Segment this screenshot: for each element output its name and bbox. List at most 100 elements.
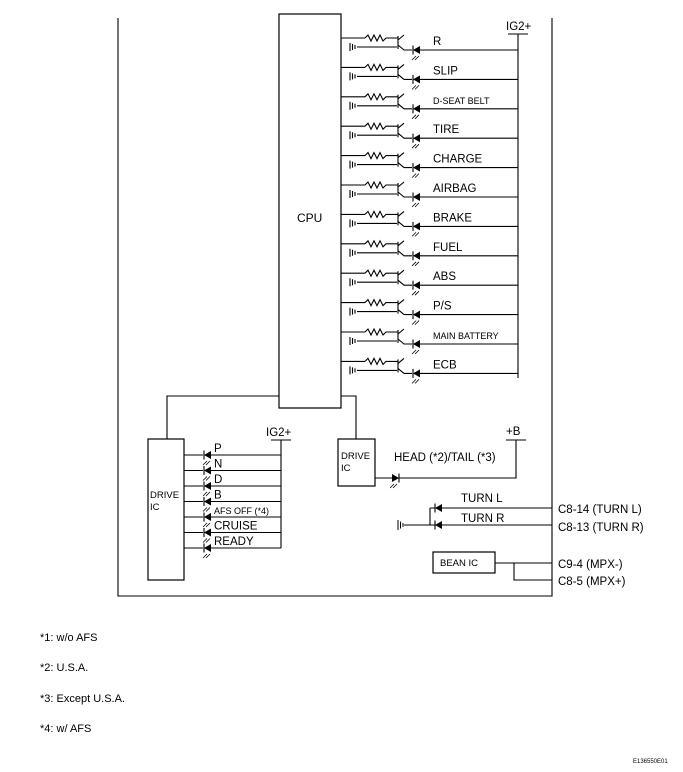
resistor: [364, 298, 392, 307]
shift-indicator-label: CRUISE: [214, 521, 258, 533]
bean-ic-wires: [495, 562, 552, 581]
resistor: [364, 121, 392, 131]
resistor: [364, 151, 392, 160]
led-icon: [202, 528, 211, 543]
footnote-4: *4: w/ AFS: [40, 723, 91, 735]
drive-ic-left-label-2: IC: [150, 502, 160, 513]
shift-indicator-label: READY: [214, 536, 254, 548]
drive-ic-middle-label-1: DRIVE: [341, 451, 370, 462]
cpu-label: CPU: [297, 211, 322, 225]
drive-ic-middle: [337, 438, 376, 487]
cpu-indicator-row: AIRBAG: [341, 180, 518, 208]
connector-turn-left-label: C8-14 (TURN L): [558, 504, 642, 516]
shift-indicator-row: D: [184, 474, 281, 497]
cpu-indicator-label: MAIN BATTERY: [433, 331, 499, 341]
resistor: [364, 33, 392, 43]
led-icon: [411, 104, 420, 120]
resistor: [364, 180, 392, 190]
connector-mpx-minus-label: C9-4 (MPX-): [558, 559, 623, 571]
outer-frame: [117, 18, 553, 597]
led-icon: [411, 163, 420, 178]
transistor: [392, 357, 412, 374]
transistor: [392, 240, 412, 257]
cpu-indicator-label: BRAKE: [433, 212, 472, 224]
cpu-indicator-label: D-SEAT BELT: [433, 96, 490, 106]
transistor: [392, 269, 412, 286]
cpu-to-drive-ic-left-wire: [166, 395, 279, 439]
led-icon: [202, 543, 211, 559]
resistor: [364, 268, 392, 278]
shift-indicator-label: P: [214, 443, 222, 455]
led-icon: [202, 450, 211, 466]
cpu-indicator-label: AIRBAG: [433, 183, 477, 195]
head-tail-led: [389, 473, 400, 489]
transistor: [392, 93, 412, 110]
ig2-top-label: IG2+: [506, 21, 532, 33]
shift-indicator-row: AFS OFF (*4): [184, 506, 281, 528]
footnote-2: *2: U.S.A.: [40, 662, 88, 674]
resistor: [364, 92, 392, 102]
shift-indicator-label: B: [214, 490, 222, 502]
footnote-3: *3: Except U.S.A.: [40, 693, 125, 705]
ig2-bottom-label: IG2+: [266, 427, 292, 439]
transistor: [392, 210, 412, 227]
led-icon: [411, 192, 420, 208]
cpu-to-drive-ic-mid-wire: [341, 395, 357, 439]
cpu-indicator-row: TIRE: [341, 121, 518, 149]
cpu-indicator-rows: R SLIP D-SEAT BELT TIRE CHARGE AIRBAG BRAKE FUE…: [341, 33, 518, 384]
drive-ic-left: [147, 438, 185, 581]
cpu-indicator-row: P/S: [341, 298, 518, 325]
cpu-indicator-label: TIRE: [433, 124, 460, 136]
led-icon: [411, 45, 420, 61]
shift-indicator-row: P: [184, 443, 281, 466]
resistor: [364, 210, 392, 219]
shift-indicator-row: N: [184, 459, 281, 481]
turn-right-led: [434, 520, 442, 530]
led-icon: [411, 339, 420, 355]
transistor: [392, 63, 412, 80]
connector-turn-right-label: C8-13 (TURN R): [558, 522, 644, 534]
cpu-indicator-label: ABS: [433, 271, 456, 283]
drive-ic-middle-label-2: IC: [341, 463, 351, 474]
led-icon: [411, 133, 420, 149]
shift-indicator-row: CRUISE: [184, 521, 281, 543]
drive-ic-left-label-1: DRIVE: [150, 490, 179, 501]
cpu-indicator-label: FUEL: [433, 242, 463, 254]
led-icon: [411, 368, 420, 384]
transistor: [392, 34, 412, 51]
cpu-indicator-row: FUEL: [341, 239, 518, 267]
shift-indicator-label: N: [214, 459, 222, 471]
bean-ic-label: BEAN IC: [440, 558, 478, 569]
cpu-indicator-row: CHARGE: [341, 151, 518, 178]
resistor: [364, 63, 392, 72]
led-icon: [202, 481, 211, 497]
cpu-indicator-label: R: [433, 36, 441, 48]
cpu-indicator-row: BRAKE: [341, 210, 518, 237]
resistor: [364, 357, 392, 366]
shift-indicator-row: READY: [184, 536, 281, 559]
cpu-indicator-row: MAIN BATTERY: [341, 327, 518, 355]
led-icon: [411, 280, 420, 296]
transistor: [392, 152, 412, 169]
led-icon: [411, 310, 420, 325]
cpu-indicator-row: ABS: [341, 268, 518, 296]
led-icon: [411, 221, 420, 237]
led-icon: [411, 74, 420, 90]
led-icon: [411, 251, 420, 267]
transistor: [392, 299, 412, 316]
turn-ground: [397, 520, 404, 530]
led-icon: [202, 466, 211, 481]
footnote-1: *1: w/o AFS: [40, 632, 97, 644]
plus-b-label: +B: [506, 426, 521, 438]
cpu-indicator-label: ECB: [433, 359, 457, 371]
cpu-indicator-row: R: [341, 33, 518, 61]
transistor: [392, 122, 412, 139]
turn-left-label: TURN L: [461, 493, 503, 505]
shift-indicator-label: D: [214, 474, 222, 486]
transistor: [392, 181, 412, 198]
cpu-indicator-label: SLIP: [433, 65, 458, 77]
shift-indicator-row: B: [184, 490, 281, 512]
turn-left-led: [434, 503, 442, 513]
